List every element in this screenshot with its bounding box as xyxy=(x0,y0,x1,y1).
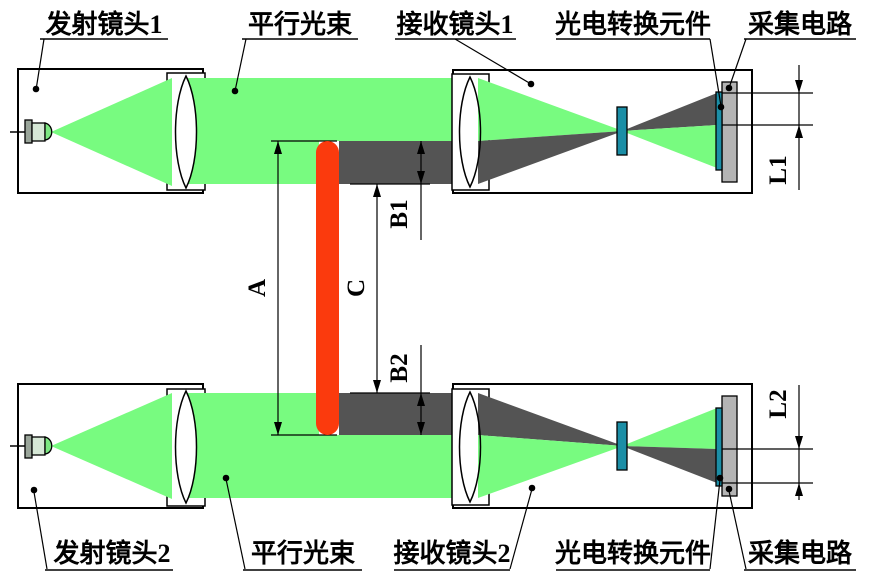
leader-dot xyxy=(32,85,40,93)
leader-beam-1 xyxy=(234,38,247,92)
focal-filter-1 xyxy=(616,106,628,156)
leader-photo-element-1 xyxy=(709,38,722,107)
dimension-b1: B1 xyxy=(386,141,425,240)
leader-dot xyxy=(725,485,733,493)
converging-shadow-1 xyxy=(478,131,623,184)
arrowhead xyxy=(274,141,282,154)
acquisition-board-2 xyxy=(721,395,738,497)
dim-label-a: A xyxy=(244,279,271,297)
arrowhead xyxy=(417,393,425,406)
label-parallel-beam-top: 平行光束 xyxy=(248,9,353,39)
label-receiver-1: 接收镜头1 xyxy=(396,9,513,39)
collimating-lens-1 xyxy=(174,74,198,190)
arrowhead xyxy=(417,171,425,184)
arrowhead xyxy=(373,380,381,393)
arrowhead xyxy=(417,422,425,435)
led-dome-1 xyxy=(44,122,53,141)
label-photo-element-bottom: 光电转换元件 xyxy=(554,539,711,568)
leader-lines xyxy=(30,38,747,570)
leader-acquisition-2 xyxy=(728,490,747,570)
leader-dot xyxy=(528,484,536,492)
dim-label-l1: L1 xyxy=(765,155,792,184)
arrowhead xyxy=(795,483,803,496)
dimension-b2: B2 xyxy=(386,345,425,435)
label-acquisition-top: 采集电路 xyxy=(748,9,853,39)
transmitter-unit-1 xyxy=(10,68,319,194)
photoelectric-element-2 xyxy=(715,407,723,487)
arrowhead xyxy=(795,125,803,138)
receiving-lens-2 xyxy=(458,390,482,504)
diverging-beam-2 xyxy=(51,393,172,499)
leader-beam-2 xyxy=(225,478,246,570)
label-transmitter-2: 发射镜头2 xyxy=(52,538,170,568)
converging-light-1 xyxy=(478,78,623,141)
converging-shadow-2 xyxy=(478,393,623,446)
diverging-beam-1 xyxy=(51,78,172,186)
labels-bottom: 发射镜头2 平行光束 接收镜头2 光电转换元件 采集电路 xyxy=(45,538,856,571)
leader-acquisition-1 xyxy=(728,38,747,89)
receiver-unit-2 xyxy=(451,383,753,509)
arrowhead xyxy=(795,436,803,449)
dimension-c: C xyxy=(343,183,430,394)
leader-receiver-2 xyxy=(509,488,533,570)
leader-dot xyxy=(231,87,239,95)
leader-dot xyxy=(716,474,724,482)
focal-filter-2 xyxy=(616,421,628,471)
labels-top: 发射镜头1 平行光束 接收镜头1 光电转换元件 采集电路 xyxy=(40,9,856,40)
collimating-lens-2 xyxy=(174,389,198,505)
leader-dot xyxy=(527,80,535,88)
projected-light-2 xyxy=(622,408,717,449)
dim-label-b1: B1 xyxy=(386,199,413,228)
label-parallel-beam-bottom: 平行光束 xyxy=(251,538,356,568)
label-transmitter-1: 发射镜头1 xyxy=(44,9,162,39)
leader-dot xyxy=(222,474,230,482)
leader-dot xyxy=(725,84,733,92)
arrowhead xyxy=(795,80,803,93)
leader-receiver-1 xyxy=(454,38,532,85)
converging-light-2 xyxy=(478,435,623,498)
parallel-beam-2 xyxy=(186,393,319,498)
led-body-2 xyxy=(31,436,46,456)
leader-dot xyxy=(30,486,38,494)
led-base-2 xyxy=(24,434,33,459)
dim-label-l2: L2 xyxy=(765,389,792,418)
leader-dot xyxy=(717,103,725,111)
label-receiver-2: 接收镜头2 xyxy=(393,538,510,568)
arrowhead xyxy=(417,141,425,154)
label-photo-element-top: 光电转换元件 xyxy=(554,10,711,39)
leader-transmitter-1 xyxy=(35,38,45,91)
projected-shadow-2 xyxy=(622,446,717,483)
led-body-1 xyxy=(31,122,46,142)
receiving-lens-1 xyxy=(458,75,482,189)
arrowhead xyxy=(274,422,282,435)
projected-light-1 xyxy=(622,125,717,168)
arrowhead xyxy=(373,184,381,197)
measured-rod xyxy=(316,141,339,435)
dimension-l1: L1 xyxy=(722,65,813,190)
leader-photo-element-2 xyxy=(709,479,721,570)
dim-label-b2: B2 xyxy=(386,353,413,382)
projected-shadow-1 xyxy=(622,93,717,131)
led-base-1 xyxy=(24,119,33,144)
dimension-l2: L2 xyxy=(722,385,813,500)
led-dome-2 xyxy=(44,436,53,455)
parallel-beam-1 xyxy=(186,78,319,184)
transmitter-unit-2 xyxy=(10,383,319,509)
acquisition-board-1 xyxy=(721,81,738,183)
label-acquisition-bottom: 采集电路 xyxy=(748,538,853,568)
dim-label-c: C xyxy=(343,279,370,297)
receiver-unit-1 xyxy=(451,69,753,194)
leader-transmitter-2 xyxy=(33,491,48,570)
dimension-a: A xyxy=(244,141,282,435)
